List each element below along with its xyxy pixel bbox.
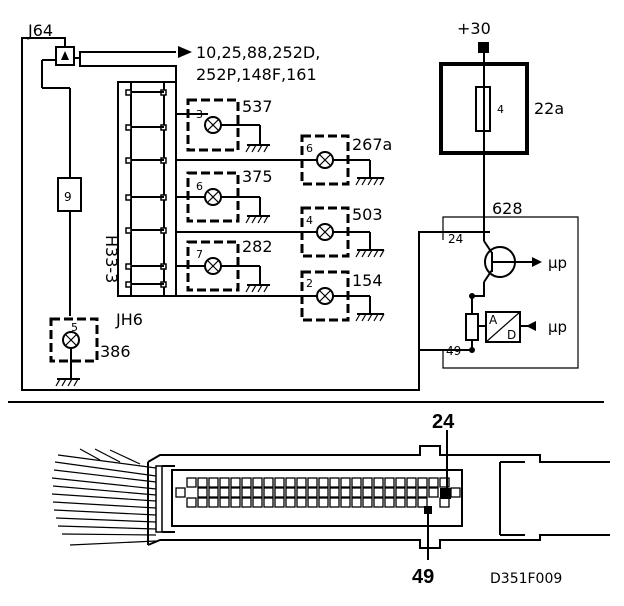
connector-pin49-label: 49 — [412, 566, 434, 588]
fuse-icon — [57, 177, 82, 316]
mu-label-2: µp — [548, 318, 567, 336]
ecu-628 — [442, 216, 579, 369]
mu-label-1: µp — [548, 254, 567, 272]
lamp537-num: 3 — [196, 108, 203, 121]
outer-wire — [21, 37, 490, 391]
ad-a-label: A — [489, 313, 498, 327]
j64-label: J64 — [27, 21, 53, 40]
lamp386-label: 386 — [100, 342, 131, 361]
dest-label-2: 252P,148F,161 — [196, 65, 317, 84]
ecu-connector — [51, 430, 610, 560]
lamp-375 — [186, 171, 270, 224]
lamp503-label: 503 — [352, 205, 383, 224]
transistor-icon — [483, 240, 542, 283]
ground-icon — [55, 378, 80, 387]
connector-pin24-label: 24 — [432, 411, 455, 433]
ecu-label: 628 — [492, 199, 523, 218]
reference-label: D351F009 — [490, 571, 562, 587]
jh6-label: JH6 — [115, 310, 143, 329]
lamp267-label: 267a — [352, 135, 392, 154]
pin-24-marker — [440, 488, 451, 499]
lamp-537 — [186, 98, 270, 153]
arrow-icon — [178, 46, 192, 58]
ad-converter-icon — [478, 311, 536, 343]
jh6-splice — [117, 81, 177, 297]
lamp-267a — [300, 134, 385, 186]
lamp-154 — [300, 270, 385, 322]
lamp-386 — [49, 317, 99, 379]
lamp-503 — [300, 206, 385, 258]
lamp386-num: 5 — [71, 321, 78, 334]
lamp375-num: 6 — [196, 180, 203, 193]
lamp537-label: 537 — [242, 97, 273, 116]
lamp-282 — [186, 240, 270, 293]
ad-d-label: D — [507, 328, 516, 342]
pin49-label: 49 — [446, 344, 461, 358]
lamp375-label: 375 — [242, 167, 273, 186]
pin24-label: 24 — [448, 232, 463, 246]
lamp503-num: 4 — [306, 214, 313, 227]
relay-22a — [439, 42, 529, 217]
lamp-wires — [176, 113, 320, 297]
fuse-num-label: 4 — [497, 103, 504, 116]
lamp154-num: 2 — [306, 277, 313, 290]
h33-label: H33-3 — [102, 235, 121, 283]
pin-49-marker — [424, 506, 432, 514]
plus30-label: +30 — [457, 19, 491, 38]
dest-label-1: 10,25,88,252D, — [196, 43, 320, 62]
lamp267-num: 6 — [306, 142, 313, 155]
lamp154-label: 154 — [352, 271, 383, 290]
diagram-labels: J64 10,25,88,252D, 252P,148F,161 +30 4 2… — [27, 19, 567, 588]
relay-label: 22a — [534, 99, 564, 118]
lamp282-num: 7 — [196, 248, 203, 261]
lamp282-label: 282 — [242, 237, 273, 256]
j64-connector — [41, 37, 192, 178]
fuse9-label: 9 — [64, 190, 72, 204]
